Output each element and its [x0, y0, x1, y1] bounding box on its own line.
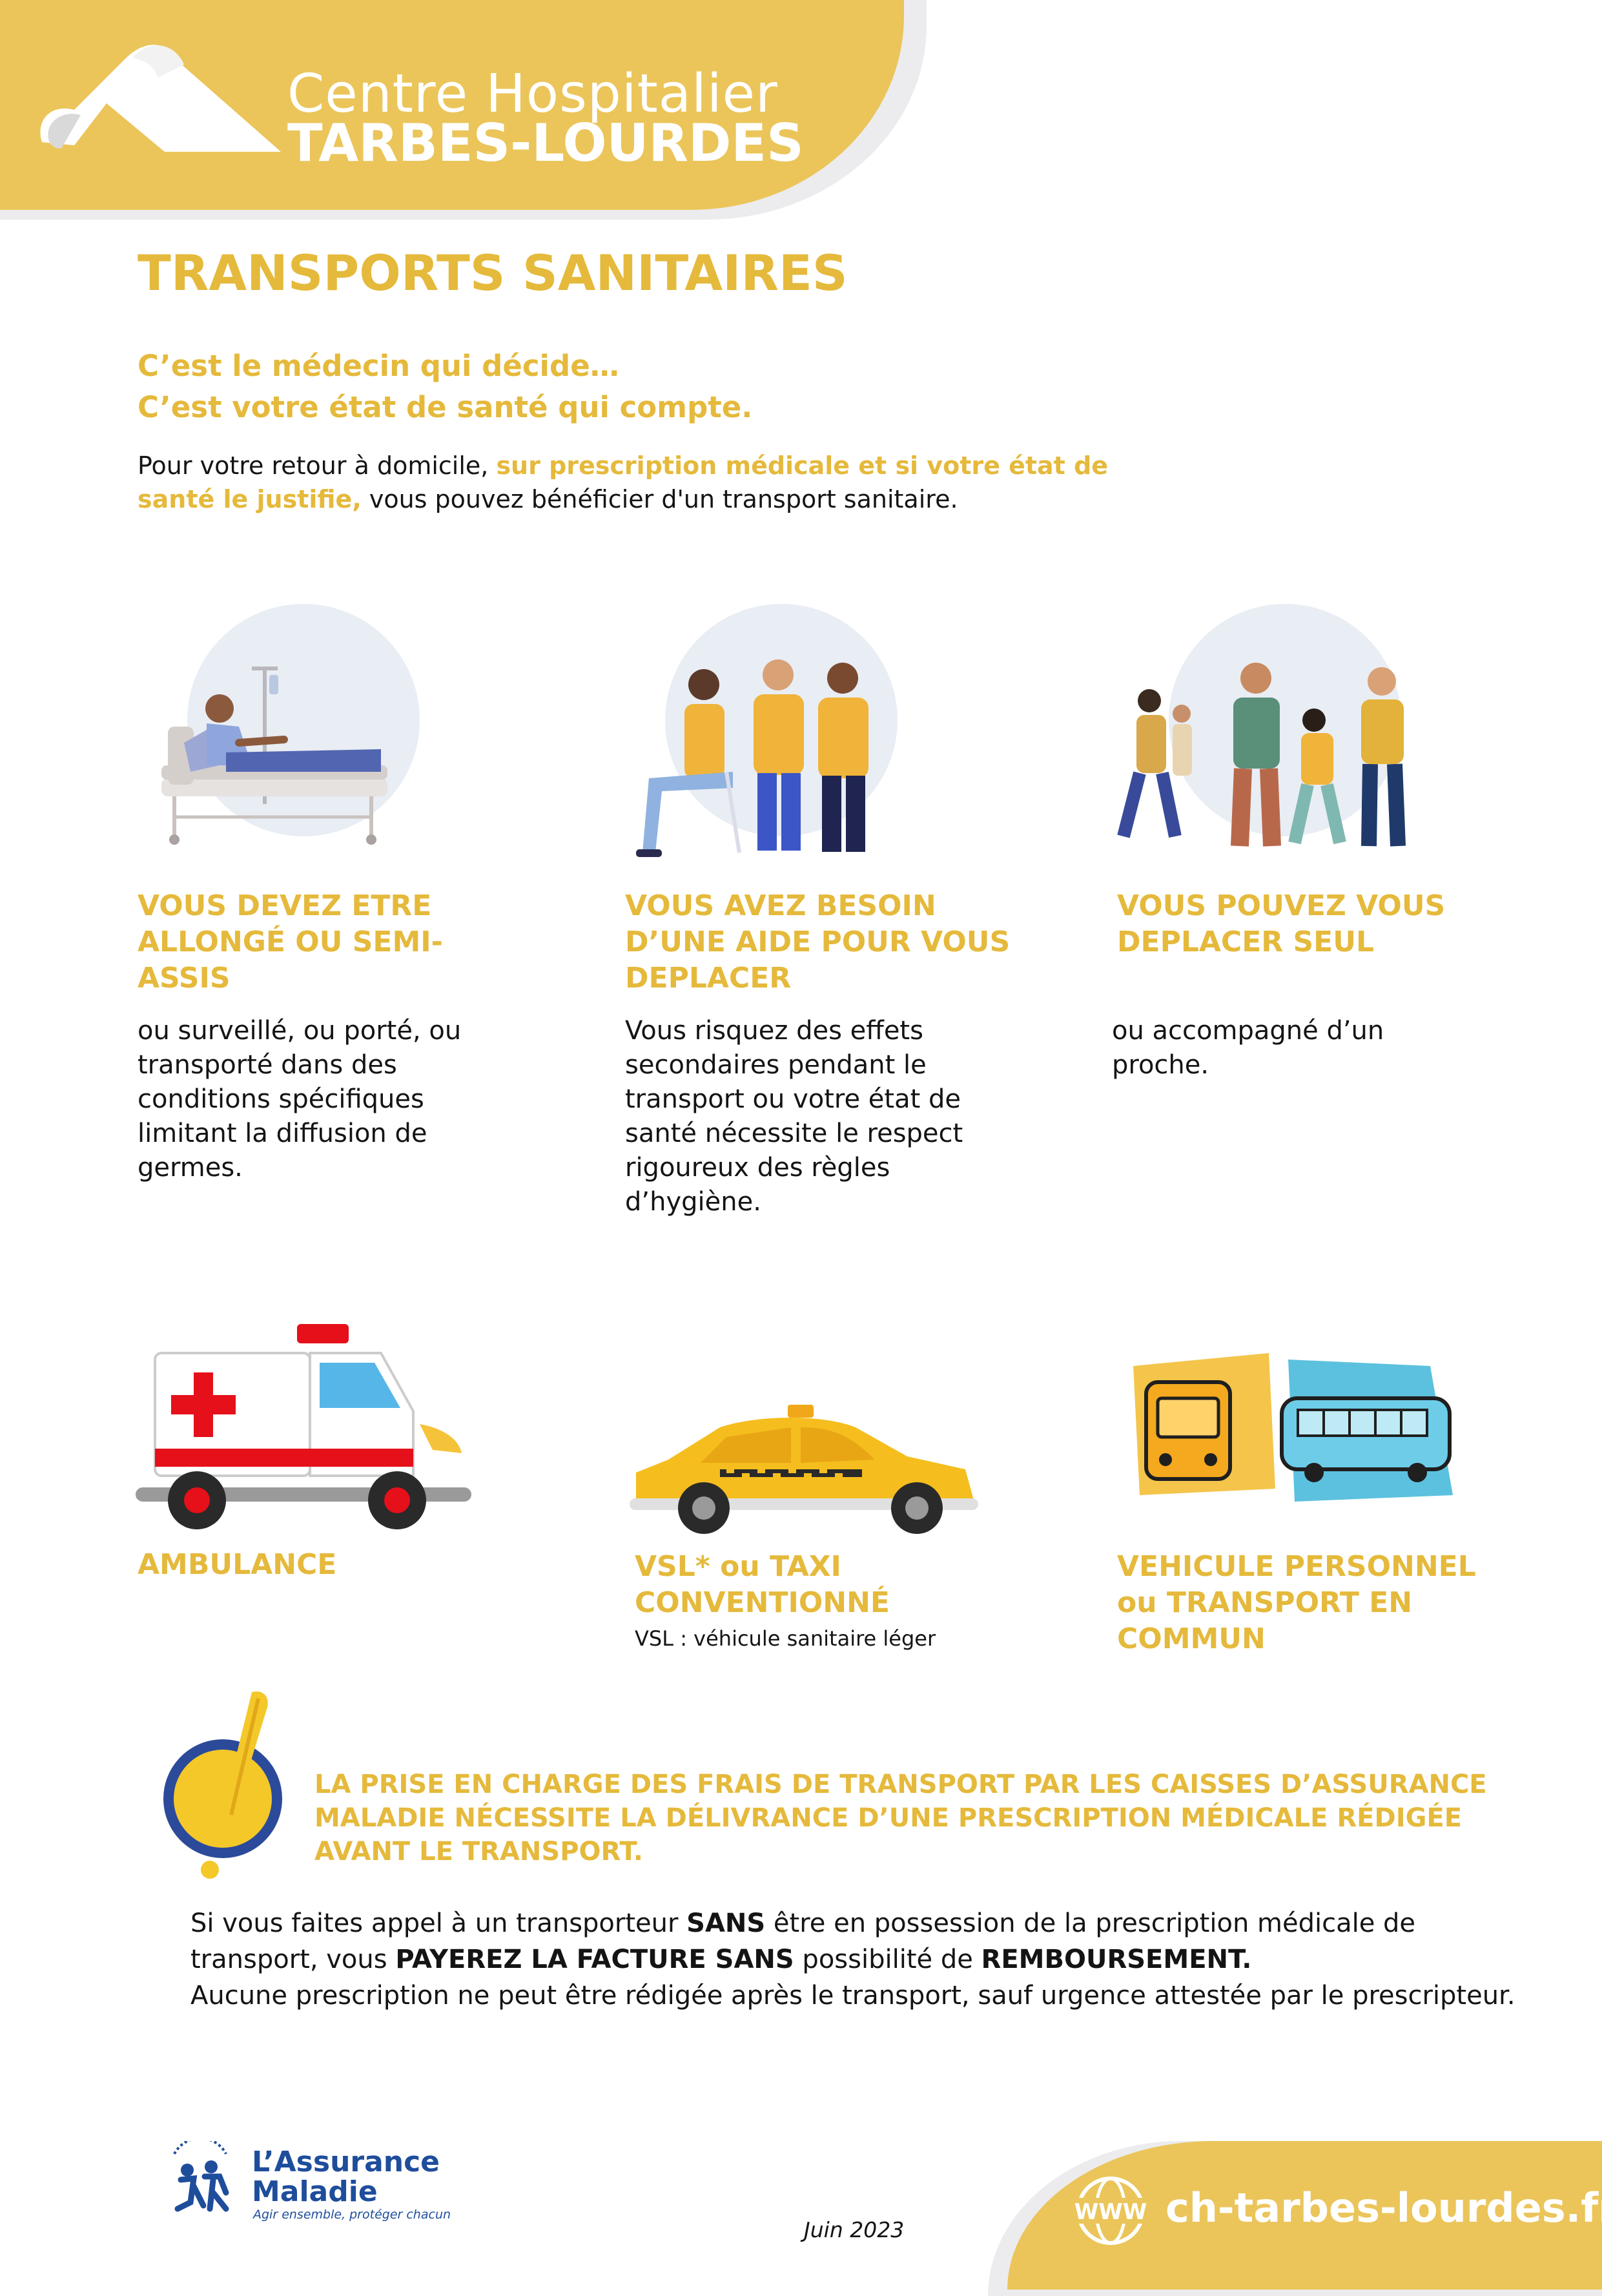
- assurance-maladie-name-2: Maladie: [252, 2175, 378, 2208]
- column1-text: ou surveillé, ou porté, ou transporté da…: [138, 1016, 462, 1183]
- patient-bed-illustration: [161, 604, 420, 845]
- intro-line1: C’est le médecin qui décide…: [138, 349, 619, 383]
- exclamation-icon: [163, 1691, 282, 1879]
- vsl-note: VSL : véhicule sanitaire léger: [635, 1626, 936, 1651]
- warn-p1-b: SANS: [686, 1908, 766, 1938]
- public-transport-icon: [1133, 1353, 1453, 1502]
- vehicle3-title: VEHICULE PERSONNEL ou TRANSPORT EN COMMU…: [1117, 1550, 1476, 1655]
- intro-para-end: vous pouvez bénéficier d'un transport sa…: [361, 485, 958, 513]
- globe-www-icon: WWW: [1069, 2177, 1153, 2245]
- warn-p1-a: Si vous faites appel à un transporteur: [190, 1908, 687, 1938]
- warn-p2: Aucune prescription ne peut être rédigée…: [190, 1981, 1515, 2011]
- intro-paragraph: Pour votre retour à domicile, sur prescr…: [138, 449, 1145, 516]
- warn-p1-d: PAYEREZ LA FACTURE SANS: [395, 1945, 794, 1974]
- vehicle1-title: AMBULANCE: [138, 1548, 337, 1581]
- column3-title: VOUS POUVEZ VOUS DEPLACER SEUL: [1117, 889, 1446, 958]
- column1-title: VOUS DEVEZ ETRE ALLONGÉ OU SEMI-ASSIS: [138, 889, 443, 995]
- intro-para-highlight: sur prescription médicale et si votre ét…: [138, 451, 1109, 513]
- intro-line2: C’est votre état de santé qui compte.: [138, 390, 753, 424]
- column3-text: ou accompagné d’un proche.: [1112, 1016, 1384, 1080]
- website-link[interactable]: ch-tarbes-lourdes.fr: [1166, 2184, 1602, 2231]
- www-label: WWW: [1074, 2199, 1147, 2225]
- column2-text: Vous risquez des effets secondaires pend…: [625, 1016, 963, 1217]
- warn-p1-c: être en possession de la prescription mé…: [190, 1908, 1416, 1974]
- warn-p1-f: REMBOURSEMENT.: [981, 1945, 1252, 1974]
- warning-text: LA PRISE EN CHARGE DES FRAIS DE TRANSPOR…: [314, 1770, 1487, 1867]
- walking-people-illustration: [1117, 604, 1406, 847]
- assurance-maladie-tagline: Agir ensemble, protéger chacun: [253, 2208, 451, 2222]
- brand-line1: Centre Hospitalier: [287, 63, 778, 125]
- warning-paragraph: Si vous faites appel à un transporteur S…: [190, 1905, 1534, 2014]
- assurance-maladie-name-1: L’Assurance: [252, 2146, 440, 2178]
- ambulance-icon: [136, 1324, 471, 1529]
- taxi-icon: [630, 1405, 978, 1534]
- hospital-logo-icon: [40, 45, 281, 152]
- assurance-maladie-logo-icon: [173, 2141, 229, 2212]
- publication-date: Juin 2023: [804, 2217, 905, 2242]
- helpers-illustration: [636, 604, 898, 857]
- brand-line2: TARBES-LOURDES: [287, 113, 804, 173]
- vehicle2-title: VSL* ou TAXI CONVENTIONNÉ: [635, 1550, 890, 1619]
- column2-title: VOUS AVEZ BESOIN D’UNE AIDE POUR VOUS DE…: [625, 889, 1011, 995]
- intro-para-start: Pour votre retour à domicile,: [138, 451, 497, 480]
- page-title: TRANSPORTS SANITAIRES: [138, 244, 848, 302]
- warn-p1-e: possibilité de: [794, 1945, 981, 1974]
